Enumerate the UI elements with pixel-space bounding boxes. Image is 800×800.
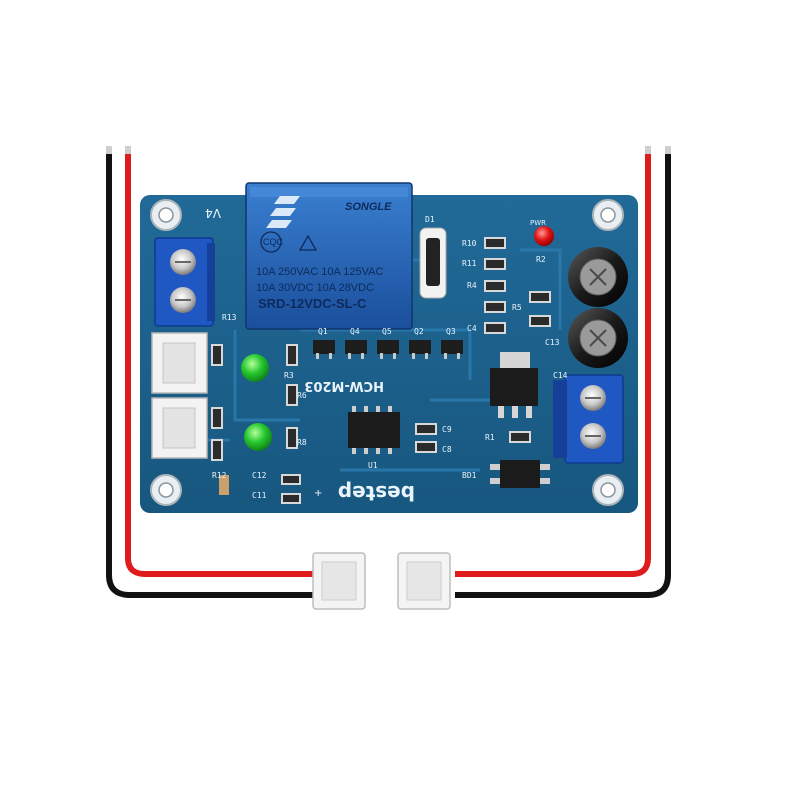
label-c4: C4 (467, 324, 477, 333)
label-c14: C14 (553, 371, 568, 380)
diode-d1 (419, 227, 447, 299)
label-q3: Q3 (446, 327, 456, 336)
label-q4: Q4 (350, 327, 360, 336)
mount-hole-bottom-right (592, 474, 624, 506)
label-r12: R12 (212, 471, 227, 480)
label-r11: R11 (462, 259, 477, 268)
relay: SONGLE CQC 10A 250VAC 10A 125VAC 10A 30V… (245, 182, 413, 330)
label-r1: R1 (485, 433, 495, 442)
label-c11: C11 (252, 491, 267, 500)
label-d1: D1 (425, 215, 435, 224)
songle-logo-icon (266, 196, 300, 228)
silkscreen-labels: V4 HCW-M203 bestep PWR D1 R10 R11 R4 R5 … (205, 206, 567, 505)
bridge-rectifier-bd1 (490, 460, 550, 488)
cable-connector-right (397, 552, 451, 610)
label-r5: R5 (512, 303, 522, 312)
label-c13: C13 (545, 338, 560, 347)
label-r10: R10 (462, 239, 477, 248)
relay-brand: SONGLE (345, 201, 392, 213)
board-brand: bestep (338, 481, 415, 505)
relay-model: SRD-12VDC-SL-C (258, 296, 367, 311)
capacitor-c14 (568, 308, 628, 368)
label-r2: R2 (536, 255, 546, 264)
terminal-block-left (154, 237, 215, 327)
mount-hole-top-left (150, 199, 182, 231)
label-c9: C9 (442, 425, 452, 434)
label-q5: Q5 (382, 327, 392, 336)
label-r13: R13 (222, 313, 237, 322)
board-connectors-left (151, 332, 208, 459)
relay-rating-line1: 10A 250VAC 10A 125VAC (256, 266, 383, 278)
led-green-bottom (244, 423, 272, 451)
relay-cqc: CQC (263, 237, 284, 247)
label-bd1: BD1 (462, 471, 477, 480)
led-green-top (241, 354, 269, 382)
label-c8: C8 (442, 445, 452, 454)
label-u1: U1 (368, 461, 378, 470)
label-c12: C12 (252, 471, 267, 480)
led-red-power (534, 226, 554, 246)
transistor-row (313, 340, 463, 359)
voltage-regulator (490, 352, 538, 418)
label-r8: R8 (297, 438, 307, 447)
label-q1: Q1 (318, 327, 328, 336)
label-r3: R3 (284, 371, 294, 380)
label-q2: Q2 (414, 327, 424, 336)
relay-rating-line2: 10A 30VDC 10A 28VDC (256, 282, 374, 294)
terminal-block-right (553, 374, 624, 464)
label-r6: R6 (297, 391, 307, 400)
smd-components (211, 237, 551, 504)
mount-hole-bottom-left (150, 474, 182, 506)
board-model: HCW-M203 (304, 378, 384, 393)
warning-triangle-icon (298, 234, 318, 251)
indicator-label: PWR (530, 219, 546, 227)
svg-text:+: + (314, 488, 322, 499)
capacitor-c13 (568, 247, 628, 307)
board-version: V4 (205, 206, 221, 220)
wires (106, 146, 671, 598)
label-r4: R4 (467, 281, 477, 290)
mount-hole-top-right (592, 199, 624, 231)
cable-connector-left (312, 552, 366, 610)
ic-u1 (348, 406, 400, 454)
